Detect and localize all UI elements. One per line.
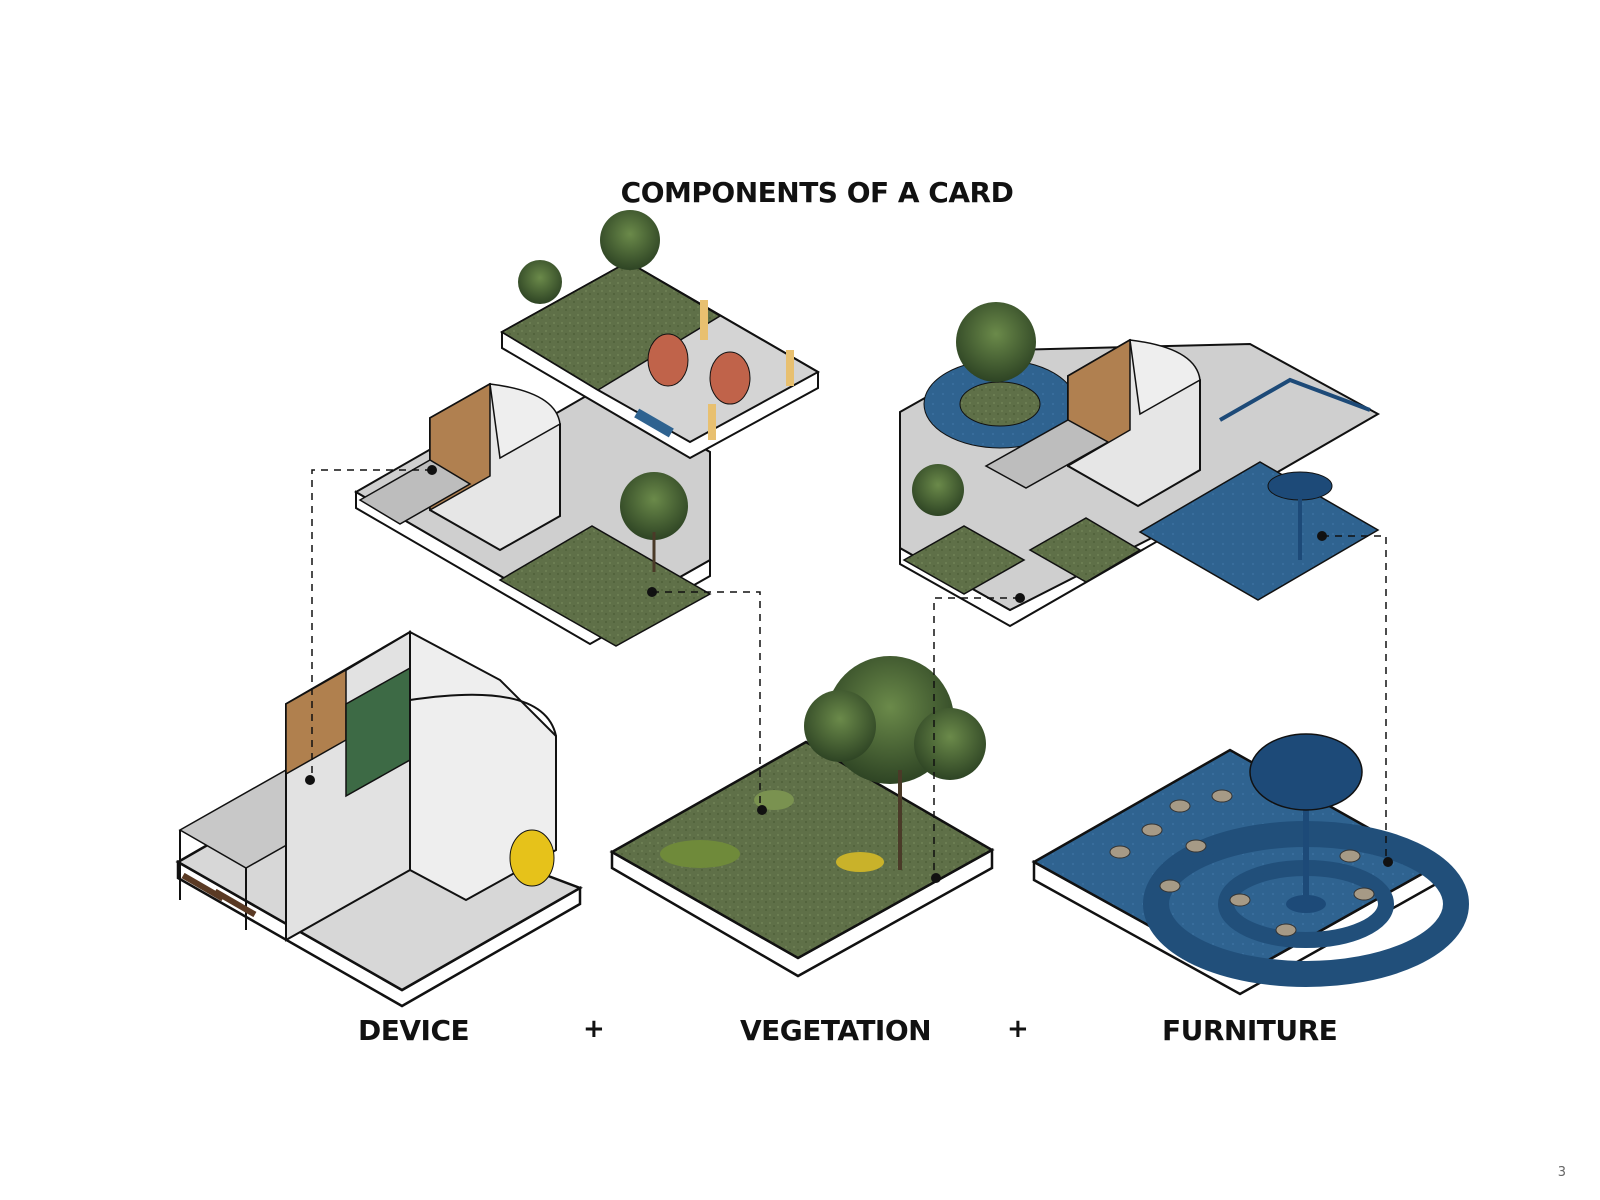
label-vegetation: VEGETATION <box>740 1014 932 1047</box>
connector-lines <box>311 469 1387 878</box>
plus-sign-2: + <box>1007 1014 1029 1044</box>
device-card <box>175 630 583 1008</box>
label-device: DEVICE <box>358 1014 470 1047</box>
page-number: 3 <box>1557 1165 1566 1180</box>
combined-card-left <box>354 210 821 647</box>
page-title: COMPONENTS OF A CARD <box>620 176 1014 209</box>
plus-sign-1: + <box>583 1014 605 1044</box>
label-furniture: FURNITURE <box>1162 1014 1338 1047</box>
furniture-card <box>1031 733 1469 996</box>
vegetation-card <box>609 656 995 978</box>
combined-card-right <box>899 302 1381 628</box>
